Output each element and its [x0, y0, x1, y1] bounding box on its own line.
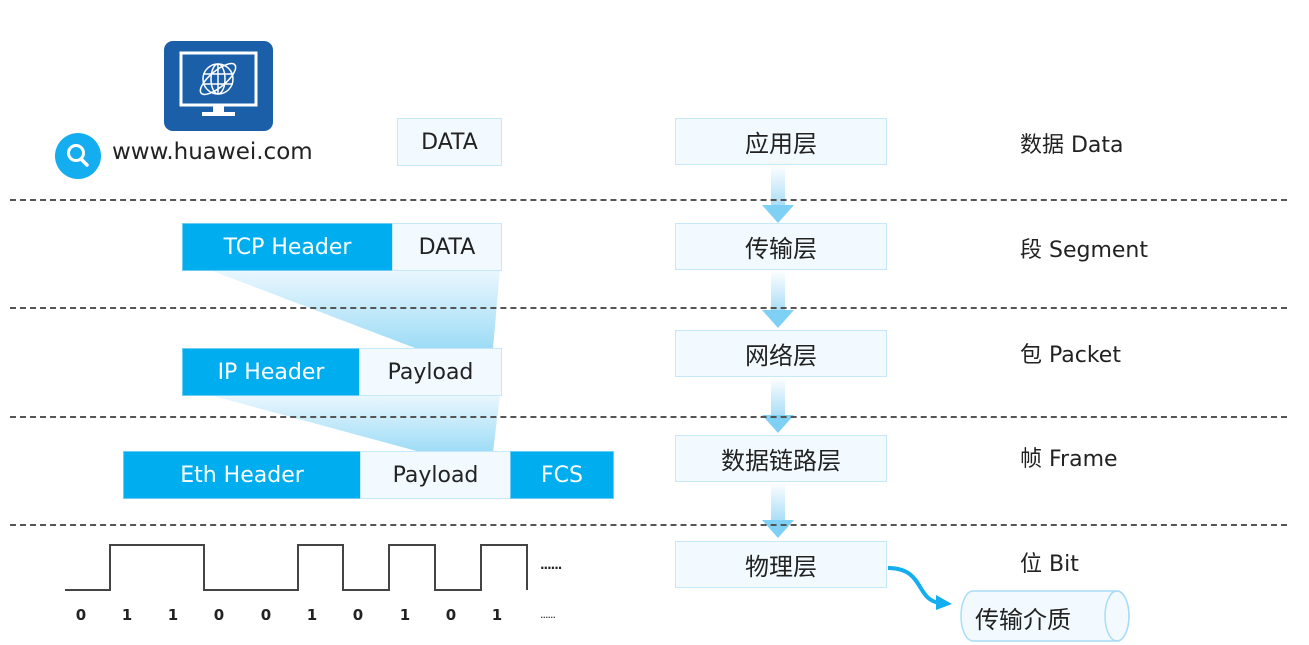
layer-arrow-1: [762, 165, 794, 223]
layer-arrow-2: [762, 270, 794, 328]
transmission-medium-label: 传输介质: [975, 606, 1071, 634]
layer-data-link: 数据链路层: [675, 435, 887, 482]
layer-physical: 物理层: [675, 541, 887, 588]
encapsulation-funnel-ip-to-eth: [210, 395, 500, 452]
bit-label: 1: [399, 606, 411, 624]
bit-label: 0: [260, 606, 272, 624]
pdu-label-bit: 位 Bit: [1020, 552, 1079, 577]
tcp-header-box: TCP Header: [182, 223, 393, 271]
layer-separator: [10, 307, 1287, 309]
ip-header-box: IP Header: [182, 348, 360, 396]
ip-payload-box: Payload: [359, 348, 502, 396]
encapsulation-funnel-tcp-to-ip: [210, 270, 500, 348]
medium-cylinder: [960, 590, 1130, 642]
app-data-box: DATA: [397, 118, 502, 166]
layer-arrow-3: [762, 377, 794, 433]
layer-separator: [10, 524, 1287, 526]
pdu-label-segment: 段 Segment: [1020, 238, 1148, 263]
pdu-label-frame: 帧 Frame: [1020, 447, 1118, 472]
eth-header-box: Eth Header: [123, 451, 361, 499]
pdu-label-data: 数据 Data: [1020, 133, 1124, 158]
bit-label: 0: [75, 606, 87, 624]
search-icon[interactable]: [55, 133, 101, 179]
bit-waveform: [65, 544, 528, 591]
medium-curve-arrow: [887, 566, 941, 605]
bits-ellipsis: ......: [540, 608, 556, 621]
waveform-ellipsis: ......: [540, 558, 562, 572]
fcs-box: FCS: [510, 451, 614, 499]
layer-arrow-4: [762, 482, 794, 538]
layer-separator: [10, 416, 1287, 418]
bit-label: 1: [491, 606, 503, 624]
bit-label: 1: [121, 606, 133, 624]
bit-label: 1: [167, 606, 179, 624]
layer-application: 应用层: [675, 118, 887, 165]
layer-separator: [10, 199, 1287, 201]
layer-transport: 传输层: [675, 223, 887, 270]
bit-label: 1: [306, 606, 318, 624]
bit-label: 0: [213, 606, 225, 624]
eth-payload-box: Payload: [360, 451, 511, 499]
computer-globe-icon: [164, 41, 273, 131]
bit-label: 0: [352, 606, 364, 624]
tcp-data-box: DATA: [392, 223, 502, 271]
bit-label: 0: [445, 606, 457, 624]
layer-network: 网络层: [675, 330, 887, 377]
pdu-label-packet: 包 Packet: [1020, 343, 1121, 368]
website-url[interactable]: www.huawei.com: [112, 139, 313, 165]
